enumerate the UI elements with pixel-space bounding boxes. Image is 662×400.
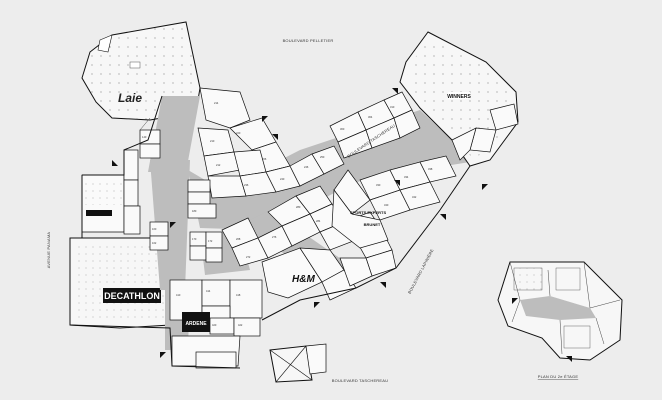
svg-text:172: 172 (208, 239, 213, 243)
svg-text:422: 422 (238, 323, 243, 327)
svg-text:280: 280 (296, 205, 301, 209)
svg-text:180: 180 (192, 209, 197, 213)
sports-experts-label: SPORTS EXPERTS (350, 210, 387, 215)
winners-label: WINNERS (447, 94, 471, 100)
svg-text:162: 162 (152, 241, 157, 245)
svg-text:418: 418 (236, 293, 241, 297)
svg-text:334: 334 (404, 175, 409, 179)
svg-text:160: 160 (152, 227, 157, 231)
svg-text:284: 284 (316, 219, 321, 223)
svg-text:300: 300 (340, 127, 345, 131)
street-west: AVENUE PANAMA (46, 232, 51, 269)
svg-text:236: 236 (244, 183, 249, 187)
inset-title: PLAN DU 2e ÉTAGE (538, 374, 579, 379)
svg-text:420: 420 (212, 323, 217, 327)
svg-text:250: 250 (320, 155, 325, 159)
ardene-label: ARDENE (185, 321, 207, 327)
svg-text:214: 214 (214, 101, 219, 105)
winners-anchor[interactable]: WINNERS (399, 31, 519, 167)
svg-text:272: 272 (246, 255, 251, 259)
store-cluster-east: SPORTS EXPERTS BRUNET (329, 91, 457, 249)
entrance-markers (112, 88, 488, 358)
svg-text:330: 330 (376, 183, 381, 187)
svg-text:310: 310 (390, 105, 395, 109)
svg-text:220: 220 (236, 131, 241, 135)
svg-text:276: 276 (272, 235, 277, 239)
svg-text:170: 170 (192, 237, 197, 241)
decathlon-label: DECATHLON (104, 291, 160, 301)
building-outline (69, 95, 471, 369)
street-south: BOULEVARD TASCHEREAU (332, 378, 388, 383)
svg-text:240: 240 (280, 177, 285, 181)
la-baie-anchor[interactable]: Laie (81, 21, 201, 121)
svg-text:340: 340 (384, 203, 389, 207)
svg-text:210: 210 (210, 139, 215, 143)
ardene-store[interactable] (182, 312, 210, 332)
svg-text:410: 410 (176, 293, 181, 297)
south-wing: ARDENE (169, 279, 327, 383)
svg-text:212: 212 (216, 163, 221, 167)
second-floor-inset[interactable]: PLAN DU 2e ÉTAGE (497, 261, 623, 379)
svg-text:246: 246 (304, 165, 309, 169)
svg-text:304: 304 (368, 115, 373, 119)
brunet-label: BRUNET (364, 222, 381, 227)
svg-text:338: 338 (428, 167, 433, 171)
decathlon-anchor[interactable]: DECATHLON (69, 237, 171, 329)
west-wing (81, 149, 141, 235)
svg-text:342: 342 (412, 195, 417, 199)
street-north: BOULEVARD PELLETIER (283, 38, 334, 43)
svg-text:414: 414 (206, 289, 211, 293)
hm-label: H&M (292, 274, 315, 285)
la-baie-label: Laie (118, 91, 142, 105)
svg-text:140: 140 (142, 135, 147, 139)
svg-text:268: 268 (236, 237, 241, 241)
svg-text:226: 226 (262, 157, 267, 161)
